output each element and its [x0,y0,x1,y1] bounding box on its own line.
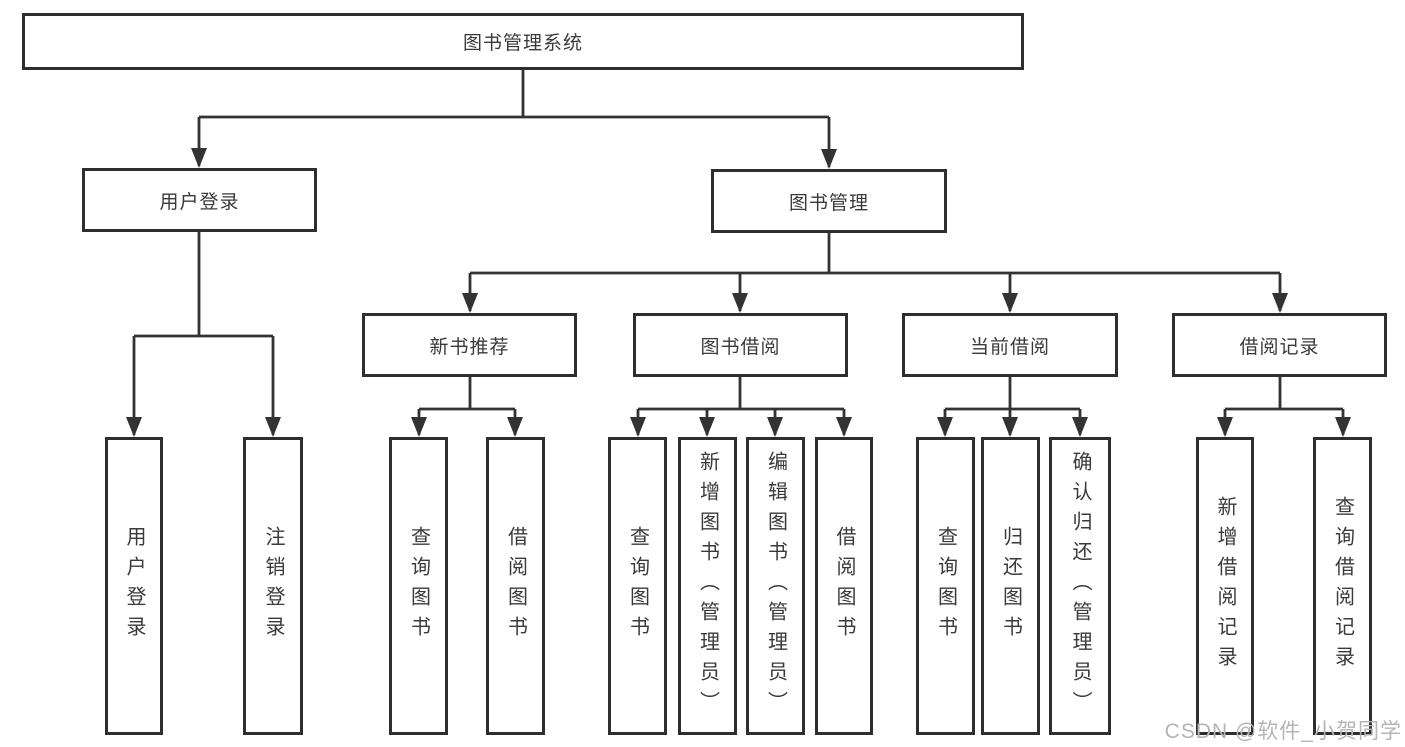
node-label: 查询图书 [407,526,430,646]
node-label: 图书管理 [788,192,869,214]
leaf-add-borrow-record: 新增借阅记录 [1196,437,1254,735]
node-label: 新书推荐 [429,336,510,358]
node-label: 新增借阅记录 [1214,496,1236,676]
node-new-book-recommend: 新书推荐 [362,313,577,377]
node-book-management: 图书管理 [711,169,947,233]
node-root-library-system: 图书管理系统 [22,13,1024,70]
node-label: 确认归还（管理员） [1069,451,1091,721]
node-book-borrowing: 图书借阅 [633,313,848,377]
leaf-query-books-2: 查询图书 [608,437,667,735]
node-label: 当前借阅 [969,336,1050,358]
leaf-edit-book-admin: 编辑图书（管理员） [746,437,805,735]
leaf-borrow-books-2: 借阅图书 [815,437,873,735]
leaf-user-login: 用户登录 [105,437,163,735]
leaf-confirm-return-admin: 确认归还（管理员） [1049,437,1111,735]
csdn-watermark: CSDN @软件_小贺同学 [1164,720,1402,743]
node-label: 归还图书 [999,526,1022,646]
node-current-borrowing: 当前借阅 [902,313,1118,377]
node-label: 图书借阅 [700,336,781,358]
leaf-return-books: 归还图书 [981,437,1040,735]
leaf-query-borrow-record: 查询借阅记录 [1313,437,1372,735]
node-label: 图书管理系统 [462,33,583,54]
node-label: 借阅图书 [833,526,855,646]
node-label: 借阅记录 [1239,336,1320,358]
node-borrow-records: 借阅记录 [1172,313,1387,377]
node-label: 注销登录 [262,526,284,646]
node-label: 用户登录 [123,526,145,646]
node-label: 查询图书 [934,526,957,646]
leaf-logout: 注销登录 [243,437,303,735]
node-label: 查询借阅记录 [1331,496,1354,676]
node-user-login: 用户登录 [82,168,317,232]
node-label: 编辑图书（管理员） [764,451,787,721]
node-label: 查询图书 [626,526,649,646]
leaf-query-books-3: 查询图书 [916,437,975,735]
node-label: 用户登录 [159,191,240,213]
node-label: 新增图书（管理员） [696,451,719,721]
leaf-query-books-1: 查询图书 [389,437,448,735]
leaf-borrow-books-1: 借阅图书 [486,437,545,735]
leaf-add-book-admin: 新增图书（管理员） [678,437,737,735]
node-label: 借阅图书 [504,526,527,646]
